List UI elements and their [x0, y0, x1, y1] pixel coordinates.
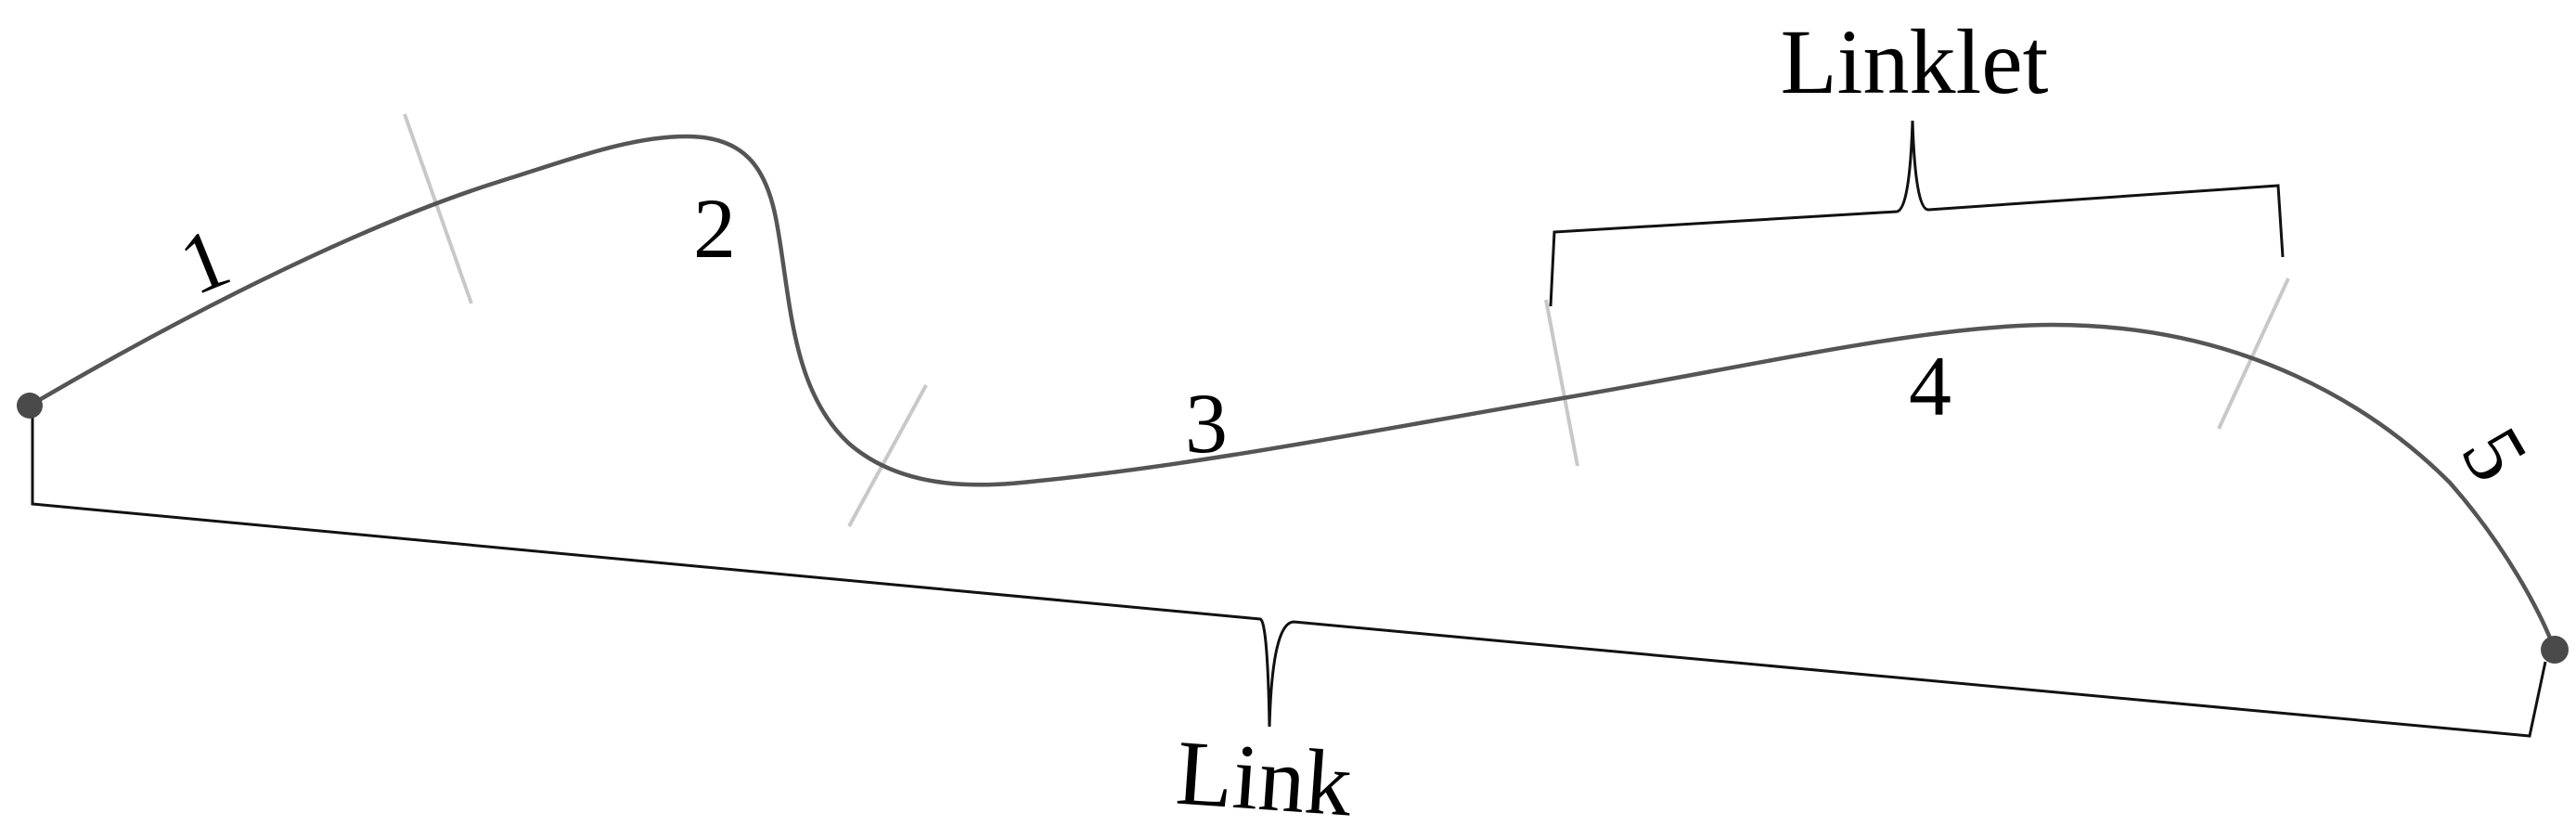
segment-label-1: 1 [167, 209, 242, 313]
link-end-node [2541, 636, 2569, 664]
segment-label-2: 2 [693, 181, 736, 276]
segment-label-4: 4 [1909, 339, 1951, 433]
linklet-brace [1549, 120, 2285, 307]
segment-label-5: 5 [2443, 412, 2546, 497]
segment-divider-3-4 [1544, 299, 1579, 467]
link-curve [27, 134, 2557, 652]
linklet-label: Linklet [1781, 10, 2049, 113]
segment-label-3: 3 [1185, 376, 1228, 471]
link-label: Link [1173, 721, 1355, 836]
segment-divider-4-5 [2217, 278, 2290, 430]
link-brace [31, 413, 2547, 738]
segment-divider-1-2 [403, 113, 473, 304]
segment-divider-2-3 [847, 384, 928, 527]
link-start-node [17, 393, 43, 419]
